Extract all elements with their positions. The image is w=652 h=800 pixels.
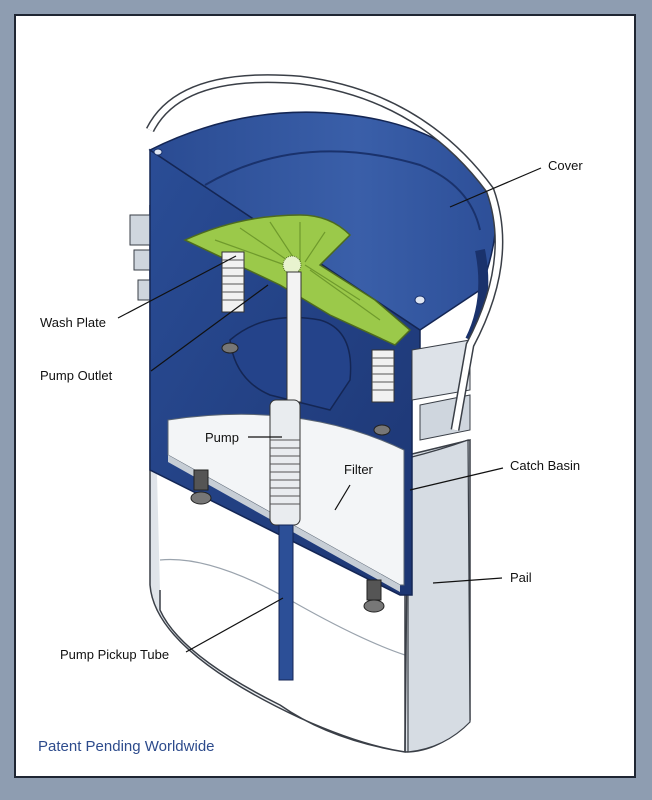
label-wash-plate: Wash Plate bbox=[40, 315, 106, 330]
label-filter: Filter bbox=[344, 462, 373, 477]
leader-lines bbox=[117, 167, 542, 653]
pump bbox=[269, 271, 302, 526]
pump-pickup-tube bbox=[278, 524, 294, 681]
basin-feet bbox=[190, 342, 391, 613]
label-catch-basin: Catch Basin bbox=[510, 458, 581, 473]
leader-pump-outlet bbox=[150, 284, 269, 372]
leader-filter bbox=[334, 484, 351, 511]
leader-catch-basin bbox=[409, 467, 504, 491]
leader-pail bbox=[432, 577, 503, 584]
leader-wash-plate bbox=[117, 255, 237, 319]
leader-cover bbox=[449, 167, 542, 208]
label-pump-pickup-tube: Pump Pickup Tube bbox=[60, 647, 170, 662]
label-cover: Cover bbox=[548, 158, 583, 173]
footer-patent-text: Patent Pending Worldwide bbox=[38, 738, 215, 755]
leader-pump-pickup-tube bbox=[185, 597, 284, 653]
label-pail: Pail bbox=[510, 570, 532, 585]
label-pump: Pump bbox=[205, 430, 239, 445]
springs bbox=[221, 251, 395, 403]
label-pump-outlet: Pump Outlet bbox=[40, 368, 113, 383]
handle bbox=[145, 74, 504, 431]
